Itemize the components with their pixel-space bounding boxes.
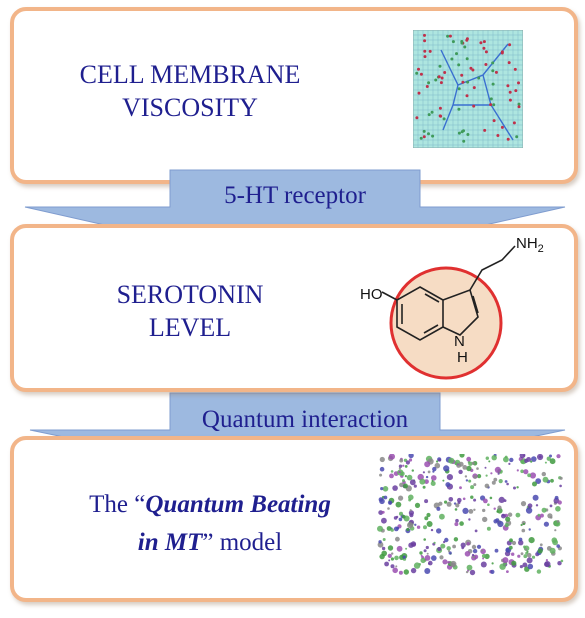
hydrogen-atom: H [457, 349, 468, 366]
microtubule-image [377, 454, 564, 576]
arrow-quantum-label: Quantum interaction [201, 406, 409, 433]
serotonin-level-label: SEROTONIN LEVEL [70, 278, 310, 344]
model-emphasis-2: in MT [137, 529, 203, 556]
membrane-grid-image [413, 30, 523, 148]
model-prefix: The “ [89, 491, 146, 518]
quantum-beating-label: The “Quantum Beating in MT” model [20, 486, 400, 562]
nitrogen-atom: N [454, 333, 465, 350]
quantum-label-line2: in MT” model [20, 524, 400, 562]
serotonin-label-line1: SEROTONIN [116, 280, 264, 309]
quantum-label-line1: The “Quantum Beating [20, 486, 400, 524]
model-suffix: ” model [202, 529, 283, 556]
hydroxyl-group: HO [360, 286, 383, 303]
amine-group: NH2 [516, 235, 544, 255]
arrow-receptor-label: 5-HT receptor [224, 182, 366, 209]
serotonin-molecule: NH2 HO N H [360, 235, 544, 380]
membrane-viscosity-label: CELL MEMBRANE VISCOSITY [40, 58, 340, 124]
serotonin-label-line2: LEVEL [148, 313, 232, 342]
membrane-label-line1: CELL MEMBRANE [79, 60, 301, 89]
membrane-label-line2: VISCOSITY [122, 93, 258, 122]
model-emphasis-1: Quantum Beating [145, 491, 331, 518]
highlight-ring [389, 266, 503, 380]
